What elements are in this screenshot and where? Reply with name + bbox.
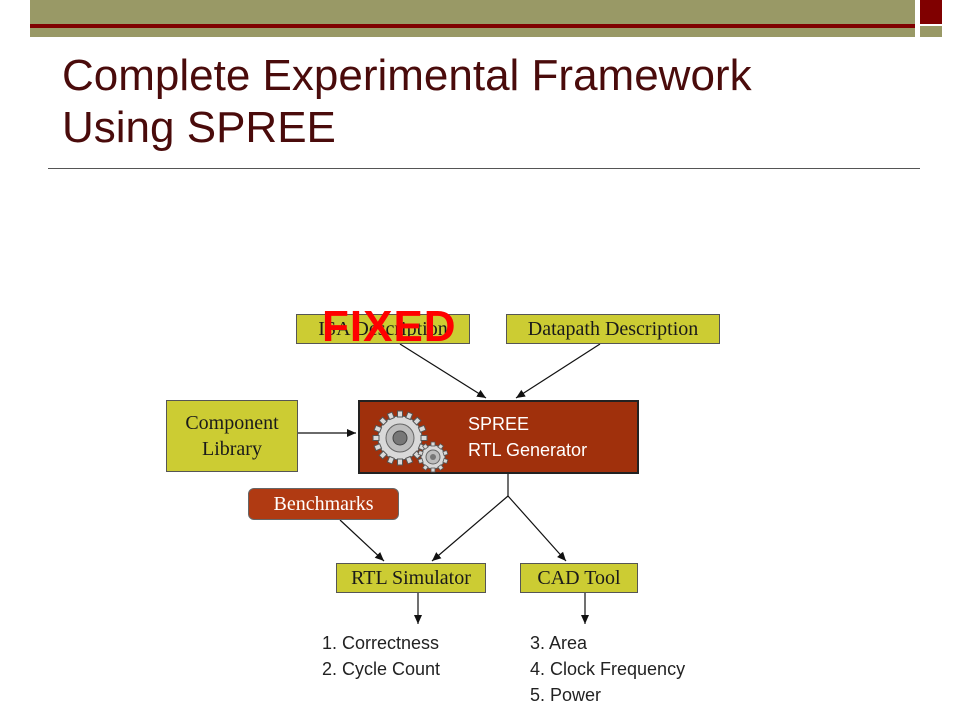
corner-decor-square (920, 0, 942, 24)
fixed-stamp: FIXED (322, 302, 457, 351)
rtl-simulator-box: RTL Simulator (336, 563, 486, 593)
corner-decor-square-lower (920, 26, 942, 37)
arrow-spree-to-cadtool (507, 495, 567, 562)
arrow-datapath-to-spree (515, 343, 601, 399)
slide-title: Complete Experimental Framework Using SP… (62, 50, 922, 154)
arrow-benchmarks-to-rtlsim (339, 519, 385, 562)
spree-rtl-generator-box: SPREE RTL Generator (358, 400, 639, 474)
list-item: 4. Clock Frequency (530, 659, 686, 679)
component-library-line-2: Library (202, 438, 262, 460)
component-library-line-1: Component (185, 412, 279, 434)
gear-icon (417, 441, 449, 473)
benchmarks-label: Benchmarks (273, 492, 374, 515)
title-rule (48, 168, 920, 169)
rtl-simulator-label: RTL Simulator (351, 566, 471, 589)
list-item: 3. Area (530, 633, 588, 653)
arrow-isa-to-spree (399, 343, 487, 399)
title-line-1: Complete Experimental Framework (62, 51, 752, 100)
datapath-description-box: Datapath Description (506, 314, 720, 344)
cad-metrics-list: 3. Area 4. Clock Frequency 5. Power (530, 630, 685, 708)
spree-label-line-2: RTL Generator (468, 440, 588, 460)
top-decor-bar-lower (30, 28, 915, 37)
list-item: 2. Cycle Count (322, 659, 441, 679)
top-decor-line (30, 24, 915, 28)
spree-label: SPREE RTL Generator (468, 411, 587, 463)
cad-tool-label: CAD Tool (537, 566, 621, 589)
component-library-box: Component Library (166, 400, 298, 472)
list-item: 1. Correctness (322, 633, 440, 653)
arrow-spree-to-rtlsim (431, 495, 509, 562)
spree-label-line-1: SPREE (468, 414, 530, 434)
title-line-2: Using SPREE (62, 103, 336, 152)
cad-tool-box: CAD Tool (520, 563, 638, 593)
simulator-metrics-list: 1. Correctness 2. Cycle Count (322, 630, 440, 682)
benchmarks-box: Benchmarks (248, 488, 399, 520)
list-item: 5. Power (530, 685, 602, 705)
isa-description-label: ISA Description (318, 317, 448, 340)
datapath-description-label: Datapath Description (527, 317, 699, 340)
isa-description-box: ISA Description (296, 314, 470, 344)
gear-icon (372, 410, 428, 466)
top-decor-bar (30, 0, 915, 24)
